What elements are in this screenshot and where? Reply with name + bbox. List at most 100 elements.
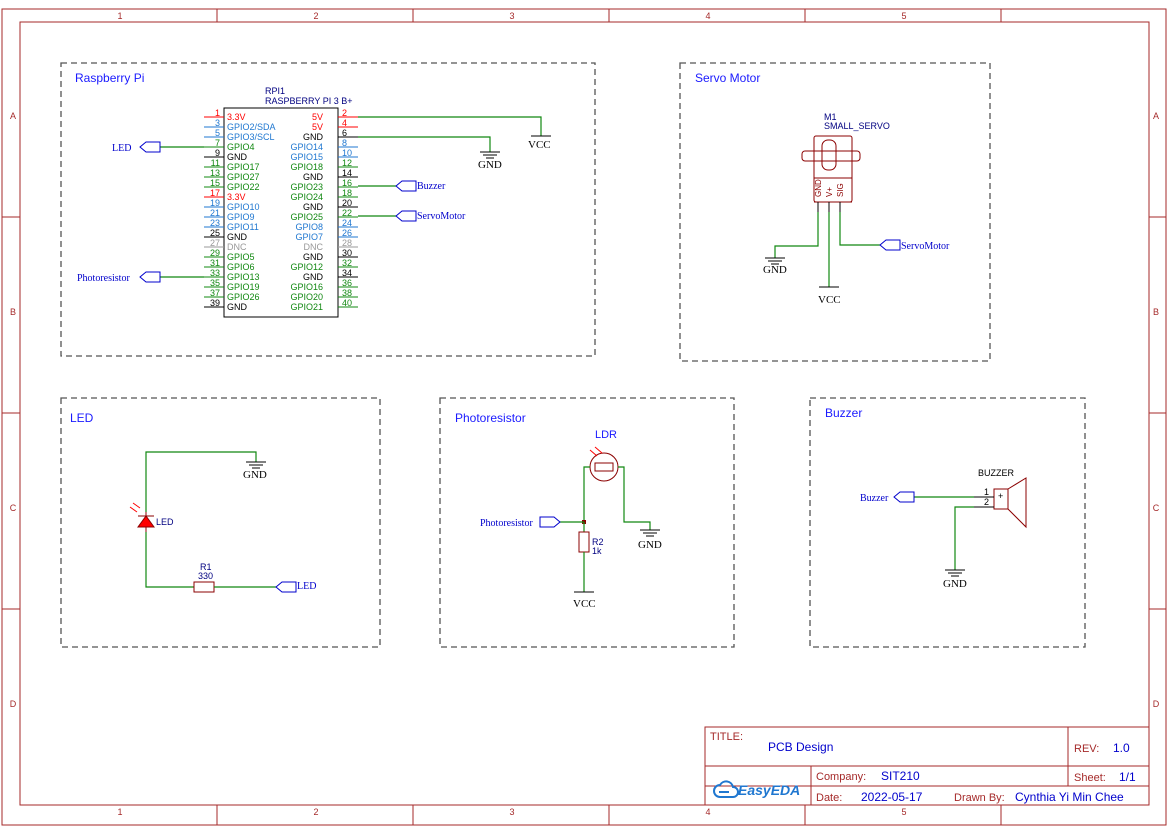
block-title-raspberry-pi: Raspberry Pi (75, 71, 144, 85)
col-label-4-bottom: 4 (705, 807, 710, 817)
rpi-pin-name: GPIO24 (290, 192, 323, 202)
rpi-pin-number: 18 (342, 188, 352, 198)
block-buzzer[interactable]: Buzzer BUZZER + 1 2 Buzzer GND (809, 397, 1086, 648)
sheet-value: 1/1 (1119, 770, 1136, 784)
gnd-symbol-rpi (480, 151, 500, 159)
col-label-1: 1 (117, 11, 122, 21)
block-photoresistor[interactable]: Photoresistor LDR GND Photoresistor R2 1… (439, 397, 735, 648)
r1-value: 330 (198, 571, 213, 581)
block-title-photoresistor: Photoresistor (455, 411, 526, 425)
net-label-led: LED (297, 581, 316, 592)
rpi-pin-name: GPIO6 (227, 262, 255, 272)
netflag-buzzer[interactable] (893, 491, 915, 503)
rpi-pin-name: 3.3V (227, 112, 246, 122)
wire-ldr-junction (583, 466, 590, 522)
rpi-pin-number: 11 (211, 158, 220, 168)
buzzer-icon[interactable] (993, 477, 1027, 529)
resistor-r2-icon[interactable] (578, 531, 590, 553)
rpi-body[interactable] (223, 107, 339, 318)
rpi-pin-number: 38 (342, 288, 352, 298)
rpi-pin-name: GPIO22 (227, 182, 260, 192)
netflag-servo[interactable] (879, 239, 901, 251)
title-label: TITLE: (710, 731, 743, 743)
col-label-3-bottom: 3 (509, 807, 514, 817)
rpi-pin-name: GPIO3/SCL (227, 132, 275, 142)
drawn-by-value: Cynthia Yi Min Chee (1015, 790, 1124, 804)
rpi-pin-name: GPIO21 (290, 302, 323, 312)
netflag-photoresistor[interactable] (539, 516, 561, 528)
netflag-rpi-led[interactable] (139, 141, 161, 153)
r1-designator: R1 (200, 562, 212, 572)
ruler-labels: 1 2 3 4 5 1 2 3 4 5 A B C D A B C D (10, 11, 1160, 817)
row-label-c: C (10, 503, 17, 513)
rpi-pin-name: GPIO18 (290, 162, 323, 172)
servo-model: SMALL_SERVO (824, 121, 890, 131)
rpi-pin-name: 5V (312, 122, 323, 132)
rpi-pin-number: 28 (342, 238, 352, 248)
rpi-pin-number: 5 (215, 128, 220, 138)
rpi-pin-name: GND (303, 202, 324, 212)
wire-led-gnd (145, 451, 257, 512)
rpi-pin-number: 27 (210, 238, 220, 248)
date-label: Date: (816, 792, 842, 804)
rpi-pin-number: 22 (342, 208, 352, 218)
row-label-c-right: C (1153, 503, 1160, 513)
row-label-b-right: B (1153, 307, 1159, 317)
rpi-pin-number: 2 (342, 108, 347, 118)
ldr-label: LDR (595, 429, 617, 441)
rpi-pin-name: GND (303, 272, 324, 282)
rev-value: 1.0 (1113, 741, 1130, 755)
gnd-label-led: GND (243, 469, 267, 481)
rpi-pin-name: GPIO9 (227, 212, 255, 222)
wire-led-resistor (145, 532, 194, 588)
servo-symbol[interactable] (801, 135, 861, 203)
rpi-pin-number: 32 (342, 258, 352, 268)
netflag-led[interactable] (275, 581, 297, 593)
rpi-pin-name: GPIO26 (227, 292, 260, 302)
net-label-photoresistor: Photoresistor (480, 518, 533, 529)
gnd-label-buzzer: GND (943, 578, 967, 590)
net-label-rpi-led: LED (112, 143, 131, 154)
ldr-icon[interactable] (589, 446, 619, 482)
rpi-pin-name: GPIO27 (227, 172, 260, 182)
netflag-rpi-servo[interactable] (395, 210, 417, 222)
col-label-2: 2 (313, 11, 318, 21)
gnd-symbol-photo (640, 529, 660, 537)
rpi-pin-name: GPIO25 (290, 212, 323, 222)
rpi-pin-number: 10 (342, 148, 352, 158)
rpi-pin-name: GPIO5 (227, 252, 255, 262)
col-label-4: 4 (705, 11, 710, 21)
rpi-pin-number: 35 (210, 278, 220, 288)
gnd-symbol-buzzer (945, 569, 965, 577)
gnd-label-servo: GND (763, 264, 787, 276)
easyeda-logo-text: EasyEDA (738, 782, 800, 798)
r2-designator: R2 (592, 537, 604, 547)
block-led[interactable]: LED GND LED R1 330 LED (60, 397, 381, 648)
col-label-2-bottom: 2 (313, 807, 318, 817)
rpi-pin-number: 24 (342, 218, 352, 228)
col-label-3: 3 (509, 11, 514, 21)
buzzer-pin1-label: 1 (984, 487, 989, 497)
block-title-buzzer: Buzzer (825, 406, 862, 420)
wire-buzzer-gnd (954, 506, 974, 570)
block-servo-motor[interactable]: Servo Motor M1 SMALL_SERVO GND V+ SIG GN… (679, 62, 991, 362)
row-label-a: A (10, 111, 16, 121)
servo-pin-gnd-label: GND (814, 179, 823, 197)
drawn-by-label: Drawn By: (954, 792, 1005, 804)
rpi-pin-name: GPIO13 (227, 272, 260, 282)
rpi-pin-name: 3.3V (227, 192, 246, 202)
netflag-rpi-buzzer[interactable] (395, 180, 417, 192)
block-title-led: LED (70, 411, 94, 425)
title-block: TITLE: PCB Design REV: 1.0 Company: SIT2… (704, 726, 1150, 806)
netflag-rpi-photoresistor[interactable] (139, 271, 161, 283)
rpi-designator: RPI1 (265, 86, 285, 96)
net-label-rpi-servo: ServoMotor (417, 211, 466, 222)
net-label-rpi-photoresistor: Photoresistor (77, 273, 130, 284)
buzzer-plus-label: + (998, 491, 1003, 501)
col-label-1-bottom: 1 (117, 807, 122, 817)
led-diode-icon[interactable] (129, 502, 155, 532)
rpi-pin-number: 20 (342, 198, 352, 208)
resistor-r1-icon[interactable] (193, 581, 215, 593)
